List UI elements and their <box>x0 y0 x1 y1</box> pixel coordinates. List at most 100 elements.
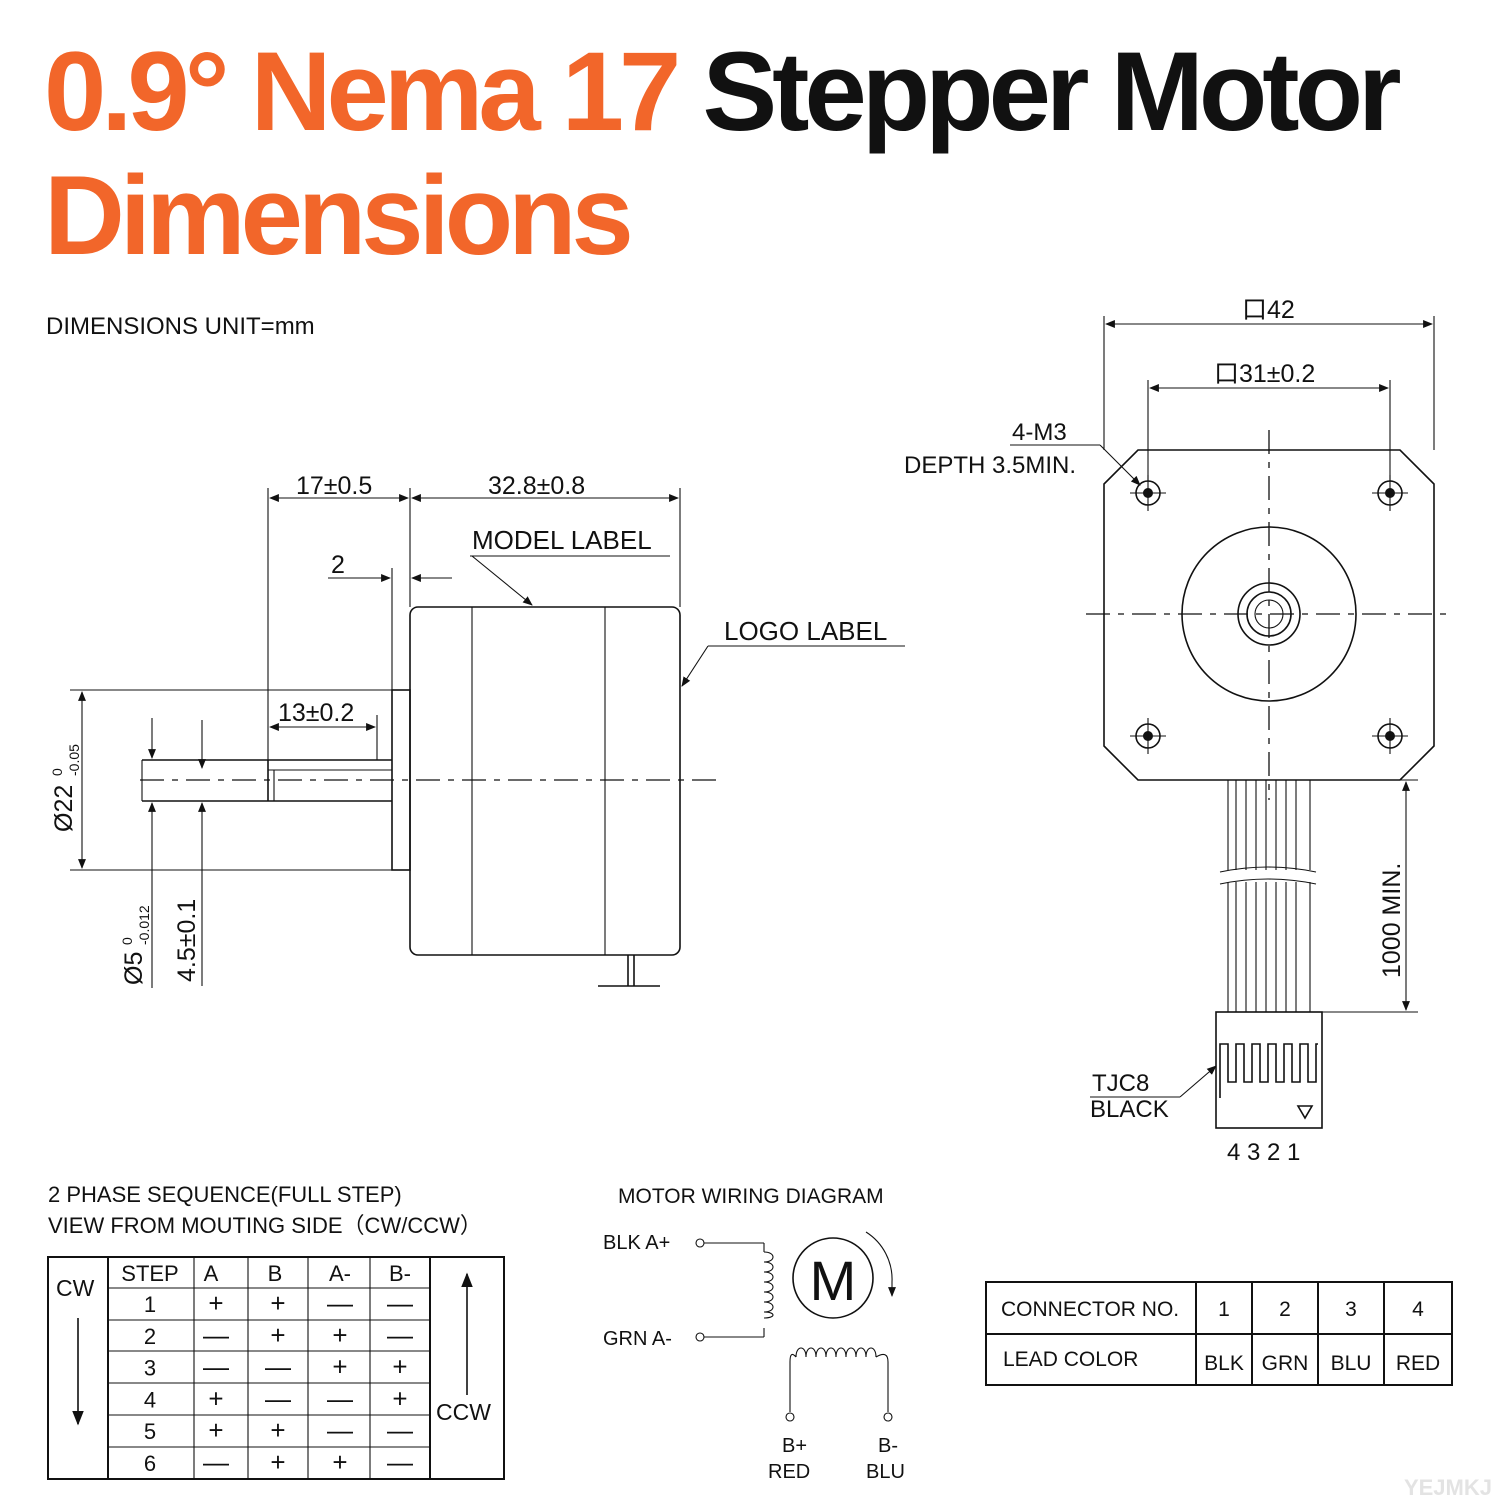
phase-cell-a: — <box>203 1320 229 1350</box>
hole-spec: 4-M3 <box>1012 419 1067 446</box>
phase-cell-step: 1 <box>144 1292 156 1317</box>
connector-no-label: CONNECTOR NO. <box>1001 1298 1179 1321</box>
dim-body-length: 32.8±0.8 <box>488 472 585 500</box>
connector-no-3: 3 <box>1345 1298 1357 1321</box>
b-plus-label: B+ <box>782 1435 807 1457</box>
lead-color-label: LEAD COLOR <box>1003 1348 1138 1371</box>
lead-color-2: GRN <box>1262 1352 1309 1375</box>
wiring-diagram <box>695 1231 896 1422</box>
lead-color-4: RED <box>1396 1352 1440 1375</box>
phase-cell-a-minus: — <box>327 1288 353 1318</box>
phase-cell-b-minus: — <box>387 1288 413 1318</box>
title-highlight: 0.9° Nema 17 <box>44 29 681 154</box>
connector-no-1: 1 <box>1218 1298 1230 1321</box>
dim-shaft-diameter: Ø5 0 -0.012 <box>119 905 152 985</box>
motor-symbol: M <box>810 1249 857 1312</box>
connector-no-4: 4 <box>1412 1298 1424 1321</box>
cable-length-group: 1000 MIN. <box>1378 863 1406 978</box>
tjc8-connector <box>1215 1011 1323 1129</box>
phase-cell-a: + <box>208 1288 223 1318</box>
cw-label: CW <box>56 1275 95 1301</box>
dim-width: 口42 <box>1242 296 1295 324</box>
phase-cell-b-minus: — <box>387 1447 413 1477</box>
phase-cell-b-minus: — <box>387 1320 413 1350</box>
phase-cell-a: — <box>203 1352 229 1382</box>
front-view-drawing <box>1010 316 1452 1129</box>
title-main: Stepper Motor <box>702 29 1401 154</box>
connector-table <box>985 1281 1453 1386</box>
phase-cell-step: 4 <box>144 1387 156 1412</box>
phase-cell-b-minus: — <box>387 1415 413 1445</box>
phase-cell-a: + <box>208 1383 223 1413</box>
logo-label-callout: LOGO LABEL <box>724 616 887 646</box>
phase-cell-b-minus: + <box>392 1383 407 1413</box>
page-title-line-1: 0.9° Nema 17 Stepper Motor <box>44 36 1402 148</box>
phase-cell-b: — <box>265 1352 291 1382</box>
phase-cell-a-minus: — <box>327 1383 353 1413</box>
dim-flat-depth-group: 4.5±0.1 <box>173 899 201 982</box>
dim-shaft-base: Ø5 <box>120 952 148 985</box>
side-view-drawing <box>70 488 905 988</box>
header-step: STEP <box>121 1261 178 1286</box>
mount-hole-bottom-left <box>1130 718 1166 754</box>
pin-numbers: 4 3 2 1 <box>1227 1139 1300 1166</box>
dim-flat-length: 13±0.2 <box>278 699 354 727</box>
connector-model: TJC8 <box>1092 1070 1149 1097</box>
phase-cell-step: 2 <box>144 1324 156 1349</box>
header-a: A <box>204 1261 219 1286</box>
phase-cell-a: — <box>203 1447 229 1477</box>
phase-cell-b: + <box>270 1320 285 1350</box>
dim-boss-diameter: Ø22 0 -0.05 <box>49 744 82 832</box>
connector-no-2: 2 <box>1279 1298 1291 1321</box>
dim-hole-spacing: 口31±0.2 <box>1214 360 1315 388</box>
dim-boss-tol-lower: -0.05 <box>66 744 82 776</box>
dim-shaft-length: 17±0.5 <box>296 472 372 500</box>
phase-sequence-title-1: 2 PHASE SEQUENCE(FULL STEP) <box>48 1182 402 1207</box>
phase-cell-step: 5 <box>144 1419 156 1444</box>
dim-boss-tol-upper: 0 <box>49 768 65 776</box>
connector-color: BLACK <box>1090 1096 1169 1123</box>
model-label-callout: MODEL LABEL <box>472 525 652 555</box>
lead-wires <box>1219 780 1317 1012</box>
phase-table-header: STEP A B A- B- <box>121 1261 411 1286</box>
lead-color-3: BLU <box>1331 1352 1372 1375</box>
phase-sequence-title-2: VIEW FROM MOUTING SIDE（CW/CCW） <box>48 1213 482 1238</box>
phase-cell-step: 6 <box>144 1451 156 1476</box>
units-note: DIMENSIONS UNIT=mm <box>46 313 315 340</box>
phase-sequence-table <box>47 1256 505 1480</box>
phase-cell-a-minus: + <box>332 1447 347 1477</box>
phase-cell-a-minus: + <box>332 1352 347 1382</box>
phase-cell-a: + <box>208 1415 223 1445</box>
wiring-title: MOTOR WIRING DIAGRAM <box>618 1185 884 1208</box>
b-minus-label: B- <box>878 1435 898 1457</box>
header-b-minus: B- <box>389 1261 411 1286</box>
phase-cell-b: — <box>265 1383 291 1413</box>
dim-shaft-tol-lower: -0.012 <box>136 905 152 945</box>
phase-cell-b: + <box>270 1447 285 1477</box>
b-minus-color: BLU <box>866 1461 905 1483</box>
phase-cell-step: 3 <box>144 1356 156 1381</box>
dim-boss-base: Ø22 <box>50 785 78 832</box>
phase-table-rows: 1++——2—++—3——++4+——+5++——6—++— <box>144 1288 413 1477</box>
page-title-line-2: Dimensions <box>44 153 634 278</box>
header-b: B <box>268 1261 283 1286</box>
watermark: YEJMKJ <box>1404 1475 1492 1500</box>
dim-flange: 2 <box>331 551 345 579</box>
cable-length: 1000 MIN. <box>1378 863 1406 978</box>
dim-flat-depth: 4.5±0.1 <box>173 899 201 982</box>
dim-shaft-tol-upper: 0 <box>119 937 135 945</box>
blk-a-plus-label: BLK A+ <box>603 1232 670 1254</box>
phase-cell-b: + <box>270 1288 285 1318</box>
grn-a-minus-label: GRN A- <box>603 1328 672 1350</box>
header-a-minus: A- <box>329 1261 351 1286</box>
phase-cell-b-minus: + <box>392 1352 407 1382</box>
b-plus-color: RED <box>768 1461 810 1483</box>
lead-color-1: BLK <box>1204 1352 1244 1375</box>
ccw-label: CCW <box>436 1399 491 1425</box>
phase-cell-a-minus: — <box>327 1415 353 1445</box>
mount-hole-bottom-right <box>1372 718 1408 754</box>
phase-cell-a-minus: + <box>332 1320 347 1350</box>
phase-cell-b: + <box>270 1415 285 1445</box>
